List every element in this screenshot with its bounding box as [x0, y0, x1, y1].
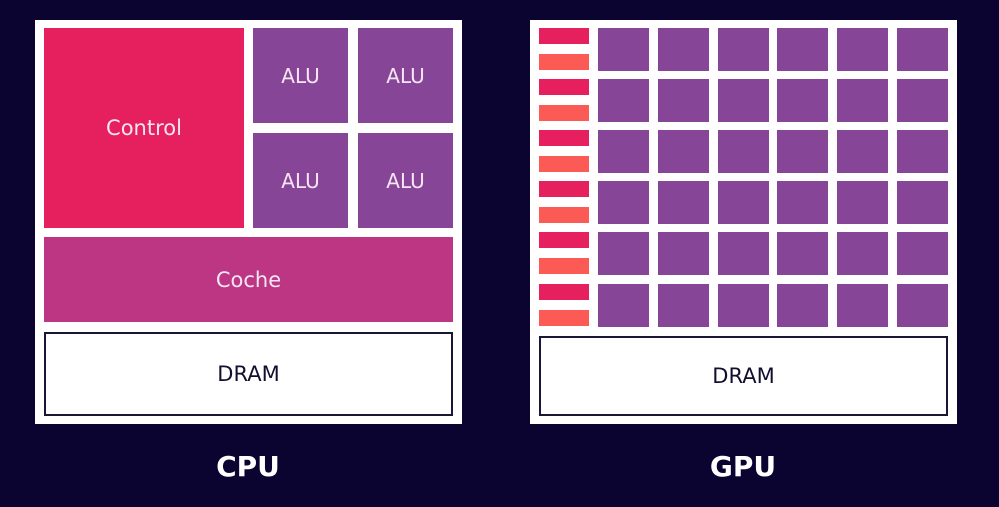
gpu-cache-bar [539, 156, 589, 172]
gpu-core [598, 130, 649, 173]
gpu-core [837, 181, 888, 224]
gpu-core [777, 181, 828, 224]
gpu-core [777, 79, 828, 122]
cpu-alu: ALU [253, 28, 348, 123]
gpu-cache-bar [539, 207, 589, 223]
gpu-cache-bar [539, 258, 589, 274]
gpu-core [598, 181, 649, 224]
gpu-core [598, 232, 649, 275]
gpu-core [837, 130, 888, 173]
gpu-core [598, 79, 649, 122]
gpu-core [897, 79, 948, 122]
cpu-caption: CPU [216, 450, 280, 483]
gpu-core [658, 130, 709, 173]
gpu-core [718, 28, 769, 71]
gpu-core [718, 284, 769, 327]
cpu-control-unit: Control [44, 28, 244, 228]
gpu-control-bar [539, 130, 589, 146]
gpu-core [777, 284, 828, 327]
gpu-diagram: DRAM [530, 20, 957, 424]
gpu-caption: GPU [709, 450, 777, 483]
gpu-core [837, 284, 888, 327]
gpu-control-bar [539, 181, 589, 197]
gpu-cache-bar [539, 310, 589, 326]
gpu-core [837, 79, 888, 122]
gpu-control-bar [539, 232, 589, 248]
gpu-dram: DRAM [539, 336, 948, 416]
gpu-cache-bar [539, 54, 589, 70]
gpu-core [598, 28, 649, 71]
gpu-core [658, 181, 709, 224]
cpu-alu: ALU [358, 133, 453, 228]
cpu-alu: ALU [358, 28, 453, 123]
gpu-control-bar [539, 28, 589, 44]
gpu-core [718, 181, 769, 224]
gpu-core [718, 232, 769, 275]
gpu-core [897, 130, 948, 173]
gpu-core [897, 232, 948, 275]
gpu-core [837, 232, 888, 275]
gpu-core [777, 28, 828, 71]
gpu-core [777, 130, 828, 173]
gpu-core [598, 284, 649, 327]
gpu-control-bar [539, 79, 589, 95]
gpu-core [718, 130, 769, 173]
gpu-core [658, 232, 709, 275]
gpu-core [777, 232, 828, 275]
gpu-core [837, 28, 888, 71]
gpu-core [897, 28, 948, 71]
gpu-core [658, 28, 709, 71]
cpu-cache: Coche [44, 237, 453, 322]
gpu-control-bar [539, 284, 589, 300]
gpu-core [897, 284, 948, 327]
gpu-core [658, 284, 709, 327]
cpu-diagram: Control ALU ALU ALU ALU Coche DRAM [35, 20, 462, 424]
gpu-core [897, 181, 948, 224]
gpu-cache-bar [539, 105, 589, 121]
gpu-core [658, 79, 709, 122]
gpu-core [718, 79, 769, 122]
cpu-dram: DRAM [44, 332, 453, 416]
cpu-alu: ALU [253, 133, 348, 228]
